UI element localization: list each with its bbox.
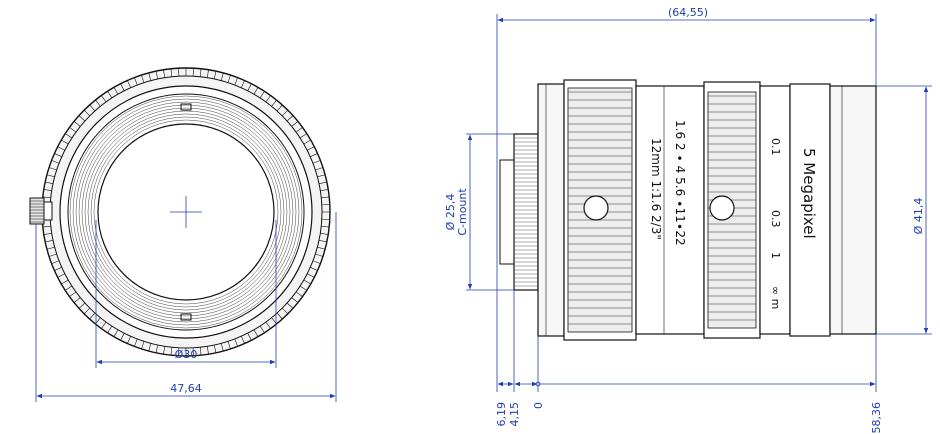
c-mount-thread bbox=[513, 133, 539, 291]
thread-rings bbox=[69, 95, 303, 329]
dim-flange-b: 4,15 bbox=[508, 402, 521, 427]
dim-mount-name: C-mount bbox=[456, 188, 469, 236]
dim-overall-width: 47,64 bbox=[170, 382, 202, 395]
knurl-ticks bbox=[42, 68, 330, 356]
front-hood bbox=[829, 85, 877, 335]
focus-mark-1: 0.3 bbox=[769, 210, 782, 228]
dim-body-length: 58,36 bbox=[870, 402, 883, 434]
focus-mark-3: ∞ m bbox=[769, 286, 782, 309]
notch-top bbox=[180, 103, 192, 111]
spec-marking: 12mm 1:1.6 2/3" bbox=[649, 138, 663, 240]
front-barrel bbox=[789, 83, 831, 337]
dim-inner-diameter: Ø30 bbox=[175, 348, 198, 361]
screw-neck bbox=[43, 201, 53, 221]
focus-mark-0: 0.1 bbox=[769, 138, 782, 156]
locking-screw bbox=[29, 197, 45, 225]
rear-barrel bbox=[537, 83, 565, 337]
bezel-inner bbox=[67, 93, 305, 331]
front-view: Ø30 47,64 bbox=[29, 67, 337, 402]
mount-thread-lines bbox=[514, 137, 538, 287]
side-view: 12mm 1:1.6 2/3" 1.6 2 ∙ 4 5.6 ∙11∙22 0.1… bbox=[444, 6, 932, 434]
lens-aperture bbox=[97, 123, 275, 301]
mount-flange bbox=[499, 159, 515, 265]
dim-datum-zero: 0 bbox=[532, 402, 545, 409]
brand-marking: 5 Megapixel bbox=[800, 148, 818, 239]
dim-total-length: (64,55) bbox=[668, 6, 708, 19]
aperture-scale: 1.6 2 ∙ 4 5.6 ∙11∙22 bbox=[673, 120, 687, 246]
marking-band bbox=[635, 85, 705, 335]
focus-lock-screw bbox=[709, 195, 735, 221]
focus-mark-2: 1 bbox=[769, 252, 782, 259]
dim-flange-a: 6,19 bbox=[495, 402, 508, 427]
notch-bottom bbox=[180, 313, 192, 321]
dim-mount-diameter: Ø 25,4 bbox=[444, 194, 457, 231]
aperture-lock-screw bbox=[583, 195, 609, 221]
dim-front-diameter: Ø 41,4 bbox=[912, 198, 925, 235]
